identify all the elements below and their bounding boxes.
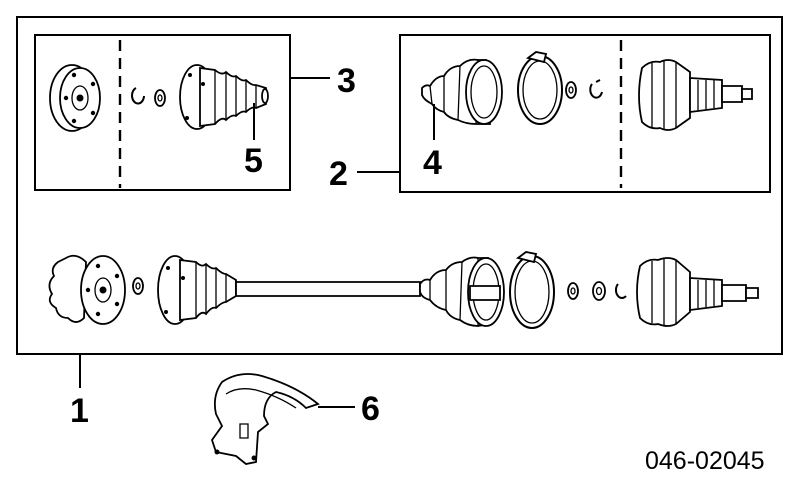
drive-shaft — [235, 281, 421, 297]
part-code: 046-02045 — [645, 447, 765, 475]
washer-box3 — [154, 89, 166, 107]
cv-joint-box2 — [638, 59, 753, 131]
callout-6: 6 — [361, 390, 380, 428]
callout-3: 3 — [337, 62, 356, 100]
circlip-box2 — [589, 79, 603, 99]
boot-clamp-main — [509, 251, 555, 329]
callout-5: 5 — [244, 142, 263, 180]
boot-clamp-box2 — [517, 51, 563, 125]
circlip-main — [614, 283, 627, 299]
hub-flange-main — [48, 254, 126, 325]
outer-cv-joint-main — [157, 255, 237, 325]
dished-washer-main — [592, 281, 606, 301]
cv-joint-boot-box3 — [179, 64, 269, 130]
inner-boot-main — [419, 256, 505, 327]
flange-hub-box3 — [49, 64, 101, 132]
washer-box2 — [565, 81, 577, 99]
subassembly-3-box — [34, 34, 291, 191]
callout-2: 2 — [329, 155, 348, 193]
assembly-frame — [16, 16, 783, 355]
circlip-box3 — [131, 87, 145, 105]
washer-main-right — [567, 282, 579, 300]
washer-main-left — [132, 277, 144, 295]
callout-1: 1 — [70, 392, 89, 430]
subassembly-2-box — [399, 34, 771, 193]
inner-cv-joint-main — [636, 257, 759, 327]
heat-shield — [211, 373, 320, 465]
callout-4: 4 — [423, 144, 442, 182]
boot-box2 — [421, 58, 503, 125]
